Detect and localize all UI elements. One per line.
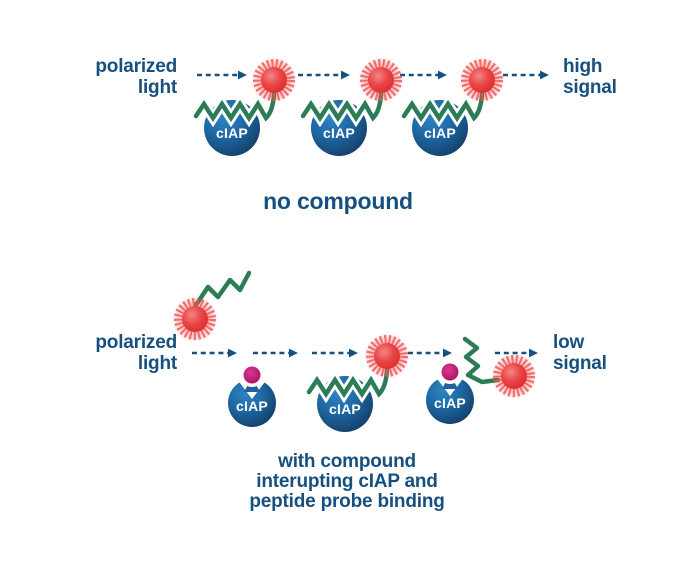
high-signal-label: high signal: [563, 56, 617, 98]
no-compound-caption: no compound: [263, 188, 413, 214]
ciap-protein-label: cIAP: [236, 398, 268, 414]
top-row-arrows: [197, 70, 549, 80]
ciap-unit-probe-bound: [196, 57, 297, 156]
ciap-unit-probe-bound: [404, 57, 505, 156]
dashed-arrow-icon: [197, 70, 247, 80]
dashed-arrow-icon: [298, 70, 350, 80]
ciap-protein-label: cIAP: [434, 395, 466, 411]
ciap-protein-label: cIAP: [323, 125, 355, 141]
dashed-arrow-icon: [192, 348, 237, 358]
bottom-polarized-light-label: polarized light: [95, 332, 177, 374]
ciap-unit-compound-bound: [426, 360, 474, 424]
ciap-unit-compound-bound: [228, 363, 276, 427]
ciap-protein-label: cIAP: [424, 125, 456, 141]
with-compound-caption: with compound interupting cIAP and pepti…: [249, 451, 445, 512]
peptide-zigzag-icon: [193, 270, 252, 308]
dashed-arrow-icon: [253, 348, 298, 358]
dashed-arrow-icon: [503, 70, 549, 80]
dashed-arrow-icon: [495, 348, 538, 358]
top-polarized-light-label: polarized light: [95, 56, 177, 98]
peptide-zigzag-icon: [462, 336, 501, 385]
ciap-unit-probe-bound: [309, 333, 410, 432]
low-signal-label: low signal: [553, 332, 607, 374]
ciap-protein-label: cIAP: [329, 401, 361, 417]
ciap-protein-label: cIAP: [216, 125, 248, 141]
dashed-arrow-icon: [408, 348, 452, 358]
dashed-arrow-icon: [312, 348, 358, 358]
ciap-unit-probe-bound: [303, 57, 404, 156]
free-probe: [462, 336, 537, 399]
bottom-row-arrows: [192, 348, 538, 358]
free-probe: [172, 270, 252, 342]
dashed-arrow-icon: [400, 70, 447, 80]
